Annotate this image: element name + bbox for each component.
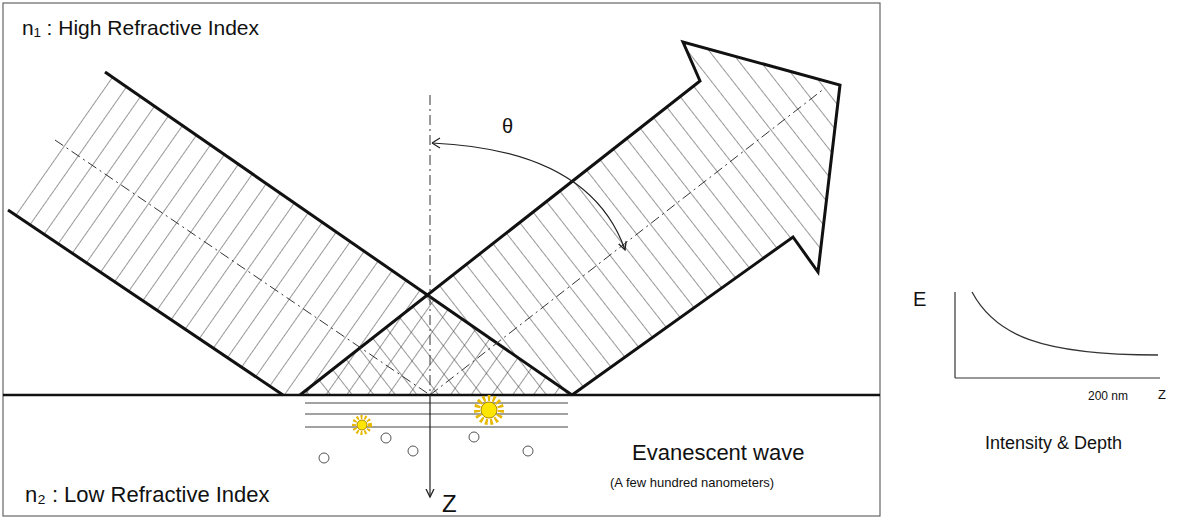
note-label: (A few hundred nanometers) xyxy=(610,476,774,491)
molecules xyxy=(319,432,533,463)
axis-label: Z xyxy=(1158,388,1166,403)
beam-axis xyxy=(430,88,825,395)
fluorescing-molecule xyxy=(354,398,501,433)
axis-label: Z xyxy=(442,490,457,518)
region-label: Evanescent wave xyxy=(632,440,804,465)
decay-curve xyxy=(972,292,1158,355)
beam-axis xyxy=(55,140,430,395)
medium-label: n₂ : Low Refractive Index xyxy=(25,482,270,507)
caption-label: Intensity & Depth xyxy=(985,433,1122,454)
angle-label: θ xyxy=(502,115,513,138)
graph-axis xyxy=(955,377,1160,378)
axis-label: E xyxy=(913,288,926,311)
interface xyxy=(3,394,880,397)
tick-label: 200 nm xyxy=(1088,390,1128,404)
z-axis xyxy=(429,395,430,497)
frame xyxy=(3,3,880,516)
medium-label: n₁ : High Refractive Index xyxy=(22,16,259,40)
normal-line xyxy=(430,95,431,395)
reflected-beam xyxy=(300,42,840,395)
graph-axis xyxy=(954,292,955,378)
angle-arc xyxy=(432,143,625,250)
